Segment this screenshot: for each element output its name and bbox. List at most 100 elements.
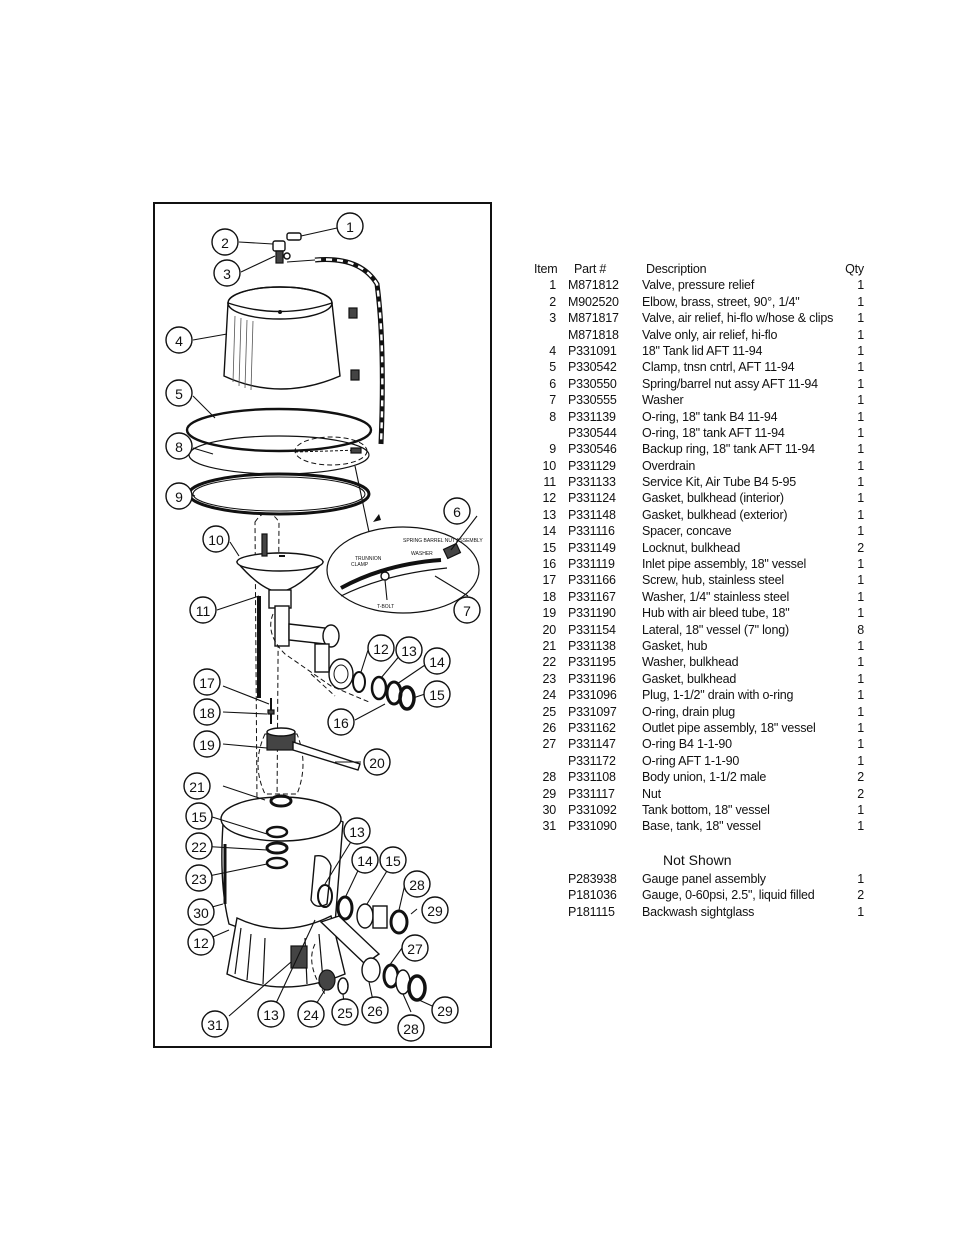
cell-description: Valve only, air relief, hi-flo	[642, 327, 778, 342]
cell-qty: 1	[857, 638, 864, 653]
cell-description: Washer	[642, 393, 684, 408]
cell-description: Inlet pipe assembly, 18" vessel	[642, 557, 807, 572]
callout-30: 30	[187, 898, 215, 926]
callout-number: 1	[346, 219, 354, 235]
callout-15: 15	[379, 846, 407, 874]
cell-qty: 1	[857, 720, 864, 735]
callout-3: 3	[213, 259, 241, 287]
cell-qty: 1	[857, 737, 864, 752]
cell-description: Gauge, 0-60psi, 2.5", liquid filled	[642, 888, 815, 903]
cell-description: Lateral, 18" vessel (7" long)	[642, 622, 789, 637]
callout-13: 13	[257, 1000, 285, 1028]
callout-number: 25	[337, 1005, 353, 1021]
cell-part-number: P331091	[568, 343, 617, 358]
cell-part-number: P331096	[568, 688, 617, 703]
cell-part-number: P331167	[568, 589, 616, 604]
cell-item: 16	[542, 557, 556, 572]
callout-15: 15	[423, 680, 451, 708]
callout-17: 17	[193, 668, 221, 696]
insert-label-washer: WASHER	[411, 551, 433, 557]
cell-part-number: P330542	[568, 360, 617, 375]
cell-part-number: P330546	[568, 442, 617, 457]
cell-item-empty	[534, 871, 556, 887]
tank-lid-drawing	[223, 286, 341, 391]
header-qty: Qty	[845, 262, 864, 276]
insert-label-spring: SPRING BARREL NUT ASSEMBLY	[403, 538, 483, 544]
cell-description: Spring/barrel nut assy AFT 11-94	[642, 376, 818, 391]
cell-description: Overdrain	[642, 458, 696, 473]
cell-part-number: P181036	[568, 888, 617, 903]
cell-item: 27	[542, 737, 556, 752]
cell-part-number: P331116	[568, 524, 615, 539]
callout-20: 20	[363, 748, 391, 776]
cell-qty: 1	[857, 671, 864, 686]
cell-qty: 1	[857, 524, 864, 539]
callout-number: 19	[199, 737, 215, 753]
cell-item: 4	[549, 343, 556, 358]
hub-drawing	[257, 727, 361, 795]
callout-number: 28	[409, 877, 425, 893]
cell-item: 31	[542, 819, 556, 834]
cell-item: 15	[542, 540, 556, 555]
callout-number: 18	[199, 705, 215, 721]
cell-part-number: P331147	[568, 737, 616, 752]
cell-part-number: M871817	[568, 311, 619, 326]
cell-description: Locknut, bulkhead	[642, 540, 741, 555]
cell-part-number: P331190	[568, 606, 616, 621]
cell-part-number: P331129	[568, 458, 616, 473]
callout-22: 22	[185, 832, 213, 860]
cell-qty: 1	[857, 442, 864, 457]
callout-number: 20	[369, 755, 385, 771]
header-item: Item	[534, 262, 558, 276]
exploded-parts-diagram: SPRING BARREL NUT ASSEMBLY WASHER TRUNNI…	[153, 202, 492, 1048]
callout-14: 14	[423, 647, 451, 675]
cell-item: 29	[542, 786, 556, 801]
callout-21: 21	[183, 772, 211, 800]
cell-qty: 1	[857, 904, 864, 919]
cell-item-empty	[534, 887, 556, 903]
callout-13: 13	[343, 817, 371, 845]
cell-description: Gasket, hub	[642, 638, 708, 653]
cell-item: 6	[549, 376, 556, 391]
cell-description: Screw, hub, stainless steel	[642, 573, 784, 588]
cell-item: 19	[542, 606, 556, 621]
callout-number: 12	[193, 935, 209, 951]
cell-qty: 2	[857, 786, 864, 801]
callout-number: 6	[453, 504, 461, 520]
cell-qty: 1	[857, 753, 864, 768]
cell-part-number: P331149	[568, 540, 616, 555]
cell-part-number: P331108	[568, 770, 616, 785]
list-item: P181036 Gauge, 0-60psi, 2.5", liquid fill…	[534, 887, 864, 903]
cell-part-number: P331154	[568, 622, 616, 637]
cell-description: O-ring AFT 1-1-90	[642, 753, 740, 768]
cell-part-number: P331092	[568, 802, 617, 817]
cell-qty: 1	[857, 507, 864, 522]
callout-number: 14	[429, 654, 445, 670]
cell-description: Outlet pipe assembly, 18" vessel	[642, 720, 816, 735]
cell-item: 13	[542, 507, 556, 522]
cell-description: Body union, 1-1/2 male	[642, 770, 767, 785]
cell-part-number: M871812	[568, 278, 619, 293]
cell-part-number: P331117	[568, 786, 615, 801]
cell-item: 2	[549, 294, 556, 309]
callout-28: 28	[403, 870, 431, 898]
cell-part-number: M871818	[568, 327, 619, 342]
callout-number: 13	[263, 1007, 279, 1023]
parts-table-header: Item Part # Description Qty	[534, 261, 864, 277]
header-part-number: Part #	[574, 262, 607, 276]
cell-description: Base, tank, 18" vessel	[642, 819, 761, 834]
